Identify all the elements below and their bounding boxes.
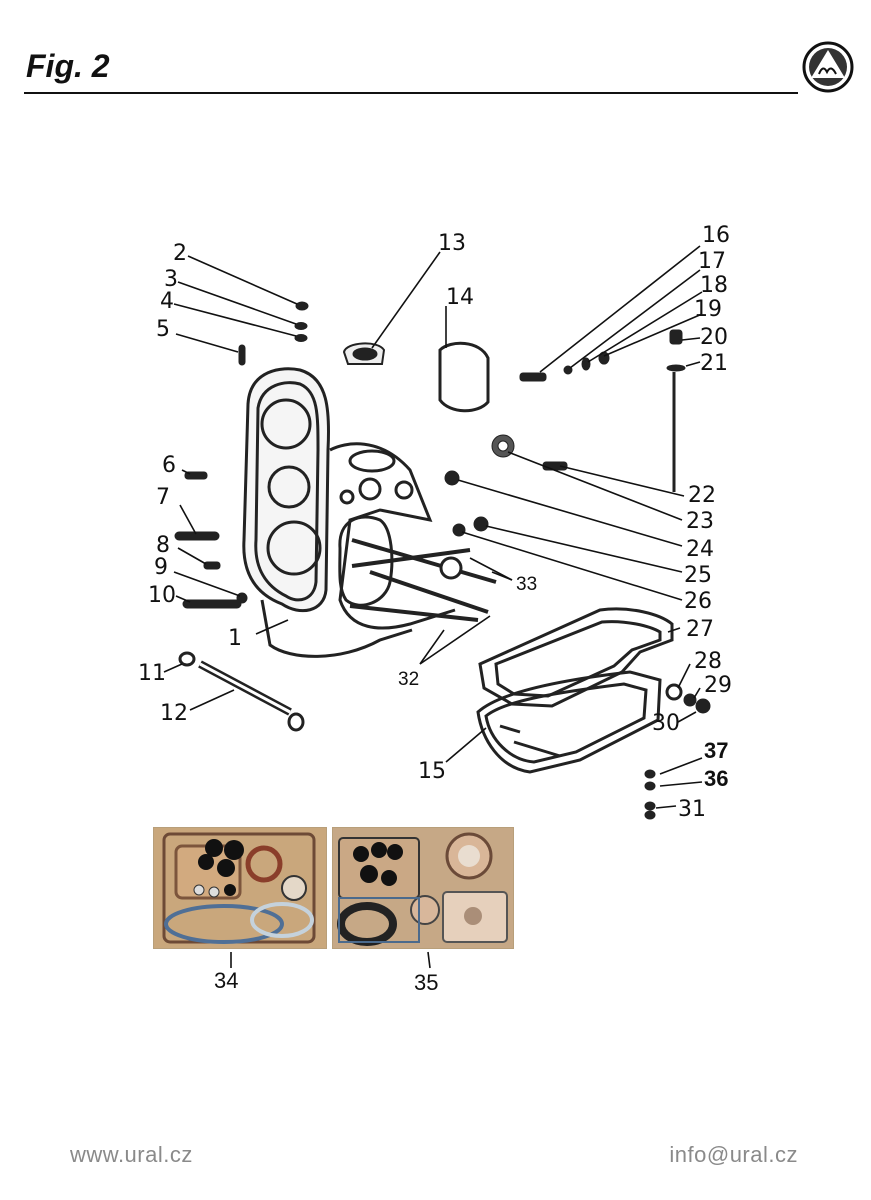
callout-17: 17 bbox=[698, 249, 726, 274]
callout-35: 35 bbox=[414, 970, 438, 995]
callout-3: 3 bbox=[164, 267, 178, 292]
callout-4: 4 bbox=[160, 289, 174, 314]
crankcase-drawing bbox=[242, 367, 497, 658]
callout-30: 30 bbox=[652, 711, 680, 736]
figure-title: Fig. 2 bbox=[26, 48, 110, 84]
callout-11: 11 bbox=[138, 661, 166, 686]
callout-9: 9 bbox=[154, 555, 168, 580]
callout-19: 19 bbox=[694, 297, 722, 322]
footer-email-link[interactable]: info@ural.cz bbox=[669, 1142, 798, 1167]
callout-6: 6 bbox=[162, 453, 176, 478]
callout-24: 24 bbox=[686, 537, 714, 562]
callout-36: 36 bbox=[704, 766, 728, 791]
callout-1: 1 bbox=[228, 626, 242, 651]
callout-22: 22 bbox=[688, 483, 716, 508]
callout-12: 12 bbox=[160, 701, 188, 726]
callout-10: 10 bbox=[148, 583, 176, 608]
callout-13: 13 bbox=[438, 231, 466, 256]
callout-34: 34 bbox=[214, 968, 238, 993]
callout-26: 26 bbox=[684, 589, 712, 614]
callout-33: 33 bbox=[516, 574, 537, 595]
callout-15: 15 bbox=[418, 759, 446, 784]
callout-31: 31 bbox=[678, 797, 706, 822]
gasket-set-photo-34 bbox=[153, 827, 327, 949]
callout-37: 37 bbox=[704, 738, 728, 763]
callout-20: 20 bbox=[700, 325, 728, 350]
callout-29: 29 bbox=[704, 673, 732, 698]
footer-website-link[interactable]: www.ural.cz bbox=[70, 1142, 193, 1167]
callout-labels: 1 2 3 4 5 6 7 8 9 10 11 12 13 14 15 16 1… bbox=[138, 223, 732, 995]
oil-pan-drawing bbox=[476, 607, 674, 774]
callout-28: 28 bbox=[694, 649, 722, 674]
small-parts-drawing bbox=[174, 301, 711, 820]
callout-23: 23 bbox=[686, 509, 714, 534]
callout-8: 8 bbox=[156, 533, 170, 558]
callout-7: 7 bbox=[156, 485, 170, 510]
callout-5: 5 bbox=[156, 317, 170, 342]
callout-14: 14 bbox=[446, 285, 474, 310]
callout-27: 27 bbox=[686, 617, 714, 642]
callout-21: 21 bbox=[700, 351, 728, 376]
callout-25: 25 bbox=[684, 563, 712, 588]
callout-18: 18 bbox=[700, 273, 728, 298]
callout-32: 32 bbox=[398, 669, 419, 690]
leader-lines bbox=[163, 245, 703, 969]
ural-logo-icon bbox=[802, 41, 854, 93]
callout-2: 2 bbox=[173, 241, 187, 266]
callout-16: 16 bbox=[702, 223, 730, 248]
gasket-set-photo-35 bbox=[332, 827, 514, 949]
title-underline bbox=[24, 92, 798, 94]
